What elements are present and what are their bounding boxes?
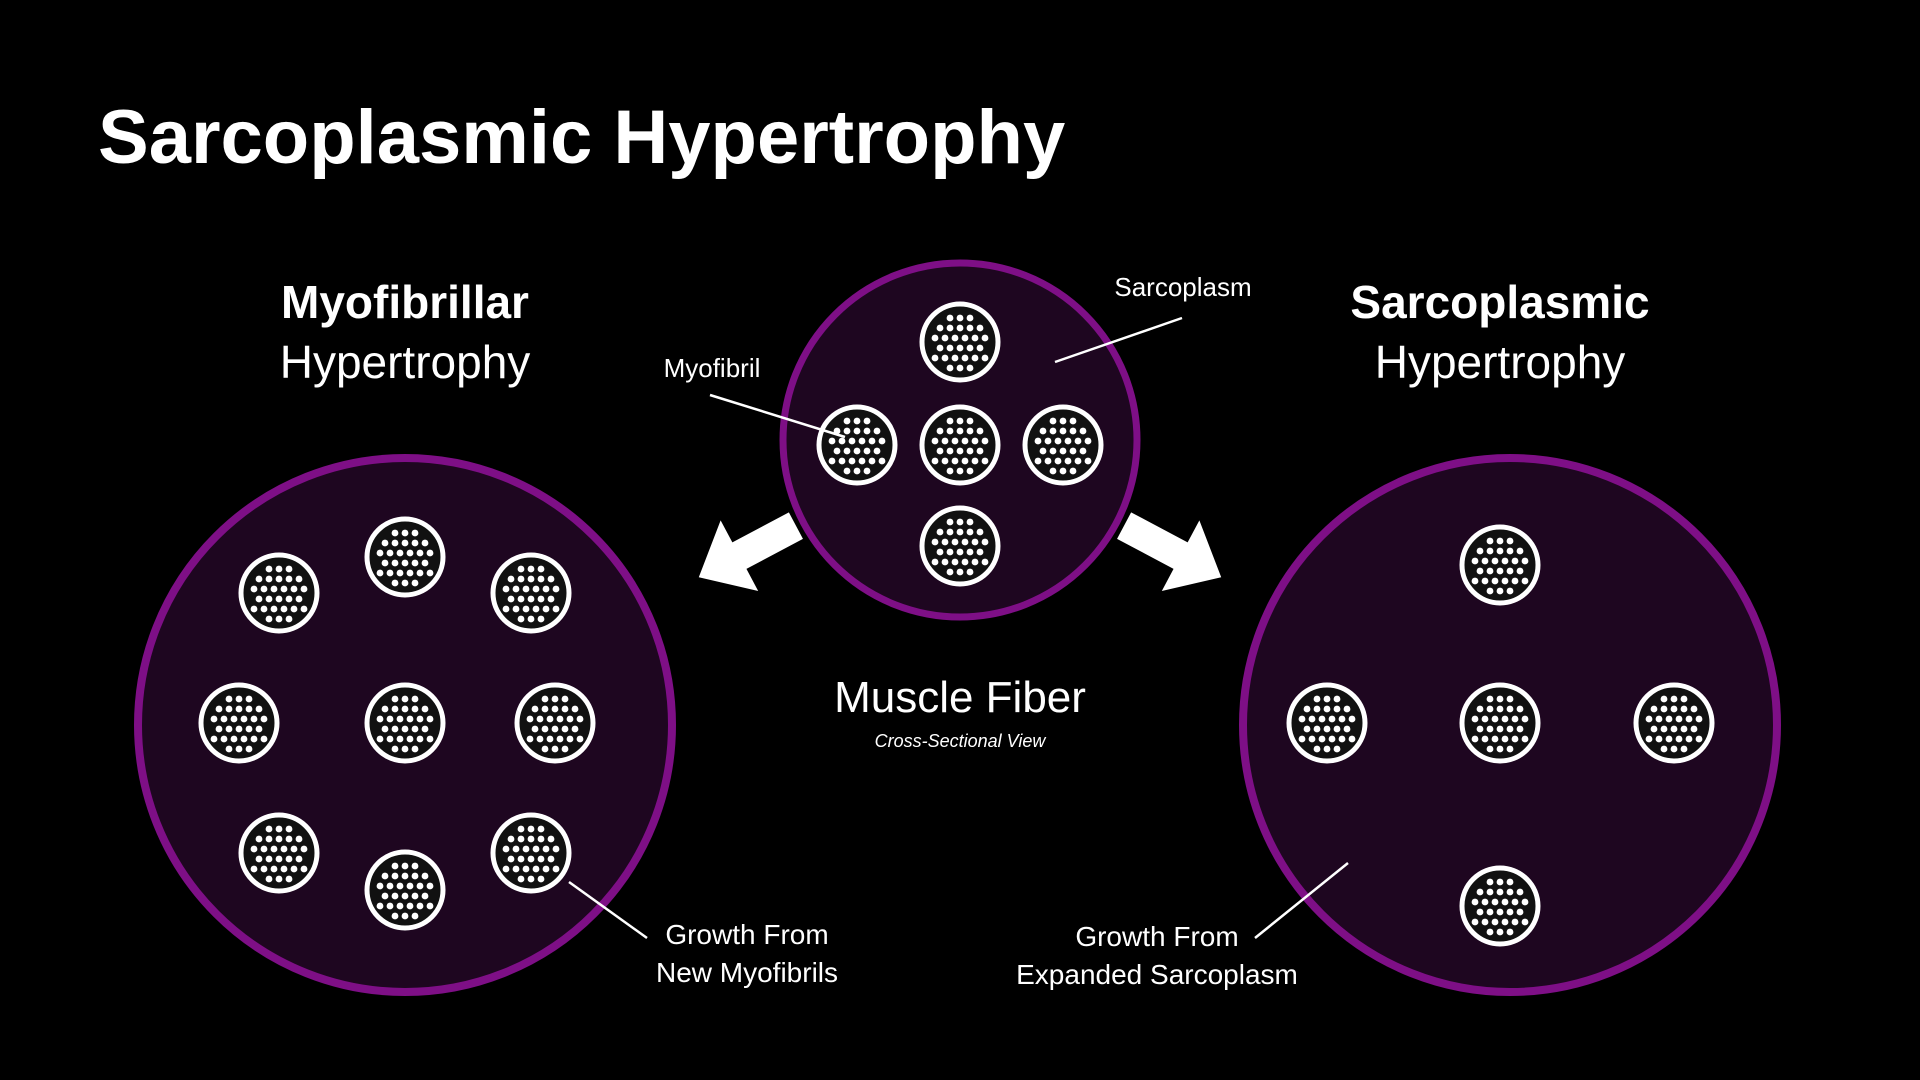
myofibril-bundle [919, 301, 1001, 383]
myofibril-bundle [1022, 404, 1104, 486]
right-callout-line2: Expanded Sarcoplasm [1016, 959, 1298, 990]
myofibril-bundle [1459, 524, 1541, 606]
left-callout-line1: Growth From [665, 919, 828, 950]
myofibrillar-heading-bold: Myofibrillar [281, 276, 529, 328]
arrow-right-icon [1117, 512, 1222, 591]
myofibril-bundle [238, 812, 320, 894]
myofibril-callout: Myofibril [664, 353, 761, 383]
sarcoplasm-leader-line [1054, 316, 1183, 364]
sarcoplasmic-myofibrils [1286, 524, 1715, 947]
myofibrillar-heading-regular: Hypertrophy [280, 336, 531, 388]
left-callout-line2: New Myofibrils [656, 957, 838, 988]
page-title: Sarcoplasmic Hypertrophy [98, 95, 1065, 180]
myofibril-bundle [1633, 682, 1715, 764]
myofibril-bundle [919, 404, 1001, 486]
myofibril-bundle [816, 404, 898, 486]
myofibril-bundle [364, 849, 446, 931]
arrow-left-icon [698, 512, 803, 591]
myofibril-bundle [1286, 682, 1368, 764]
myofibril-bundle [490, 812, 572, 894]
myofibril-bundle [1459, 865, 1541, 947]
center-myofibrils [816, 301, 1104, 587]
myofibril-bundle [490, 552, 572, 634]
myofibril-bundle [364, 516, 446, 598]
sarcoplasm-callout: Sarcoplasm [1114, 272, 1251, 302]
cross-section-caption: Cross-Sectional View [875, 731, 1047, 751]
sarcoplasmic-heading-regular: Hypertrophy [1375, 336, 1626, 388]
myofibril-bundle [198, 682, 280, 764]
myofibril-bundle [1459, 682, 1541, 764]
new-myofibrils-leader-line [568, 880, 648, 940]
right-callout-line1: Growth From [1075, 921, 1238, 952]
myofibril-bundle [364, 682, 446, 764]
myofibril-bundle [238, 552, 320, 634]
myofibril-bundle [514, 682, 596, 764]
sarcoplasmic-heading-bold: Sarcoplasmic [1350, 276, 1649, 328]
myofibrillar-myofibrils [198, 516, 596, 931]
muscle-fiber-label: Muscle Fiber [834, 673, 1086, 722]
myofibril-leader-line [709, 393, 846, 439]
expanded-sarcoplasm-leader-line [1254, 862, 1349, 939]
myofibril-bundle [919, 505, 1001, 587]
